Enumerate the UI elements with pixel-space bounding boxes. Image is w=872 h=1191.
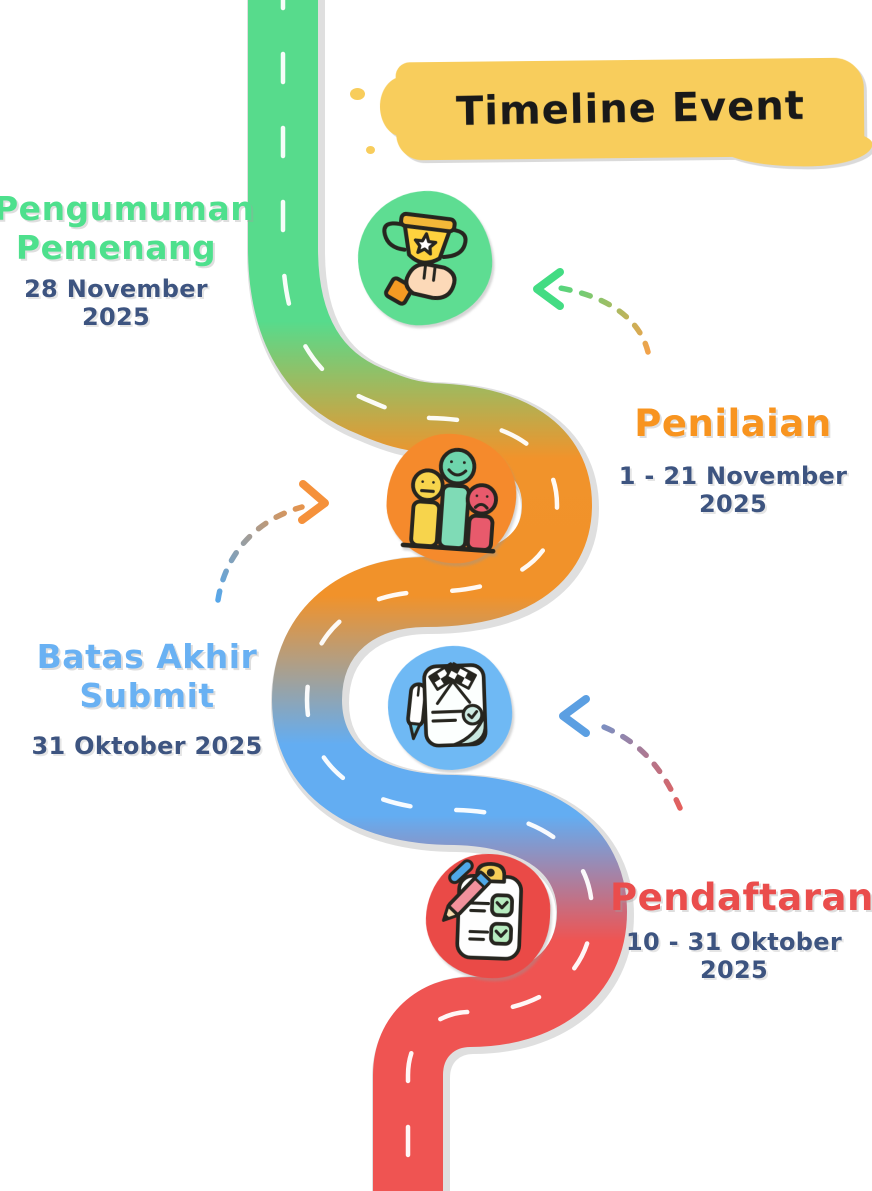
event-label: Batas Akhir Submit [28, 637, 266, 716]
race-flags-document-icon [406, 662, 488, 748]
milestone-pengumuman-pemenang [354, 187, 496, 329]
event-label-line1: Penilaian [634, 402, 832, 445]
paint-speck [366, 146, 375, 154]
event-label: Pengumuman Pemenang [0, 189, 255, 268]
road-center-dashes [280, 0, 595, 1191]
event-date: 31 Oktober 2025 [31, 731, 263, 760]
registration-checklist-icon [441, 859, 523, 961]
event-date: 28 November 2025 [24, 274, 208, 331]
milestone-pendaftaran [423, 851, 553, 981]
event-batas-akhir-submit: Batas Akhir Submit 31 Oktober 2025 [28, 637, 266, 760]
event-pengumuman-pemenang: Pengumuman Pemenang 28 November 2025 [0, 189, 255, 331]
event-label-line1: Pendaftaran [610, 876, 872, 919]
milestone-penilaian [382, 429, 521, 568]
event-penilaian: Penilaian 1 - 21 November 2025 [608, 402, 858, 518]
arrowhead-green [533, 268, 564, 310]
arrowhead-orange [298, 480, 329, 524]
event-date: 1 - 21 November 2025 [618, 461, 848, 518]
event-label-line2: Pemenang [15, 227, 217, 267]
event-pendaftaran: Pendaftaran 10 - 31 Oktober 2025 [610, 876, 872, 984]
event-label: Penilaian [608, 402, 858, 446]
milestone-batas-akhir-submit [385, 643, 515, 773]
title-banner: Timeline Event [395, 57, 865, 161]
event-label-line1: Pengumuman [0, 189, 255, 228]
arrow-to-rating [215, 480, 329, 603]
event-label-line2: Submit [79, 675, 215, 715]
timeline-road [248, 0, 628, 1191]
rating-bars-emoji-icon [400, 447, 498, 554]
arrow-to-document [559, 695, 683, 811]
trophy-in-hand-icon [382, 211, 468, 306]
paint-speck [350, 88, 365, 100]
page-title: Timeline Event [455, 82, 805, 136]
event-label-line1: Batas Akhir [36, 637, 258, 676]
event-date: 10 - 31 Oktober 2025 [626, 927, 842, 984]
event-label: Pendaftaran [610, 876, 872, 920]
arrowhead-blue [559, 695, 590, 737]
arrow-to-trophy [533, 268, 651, 355]
